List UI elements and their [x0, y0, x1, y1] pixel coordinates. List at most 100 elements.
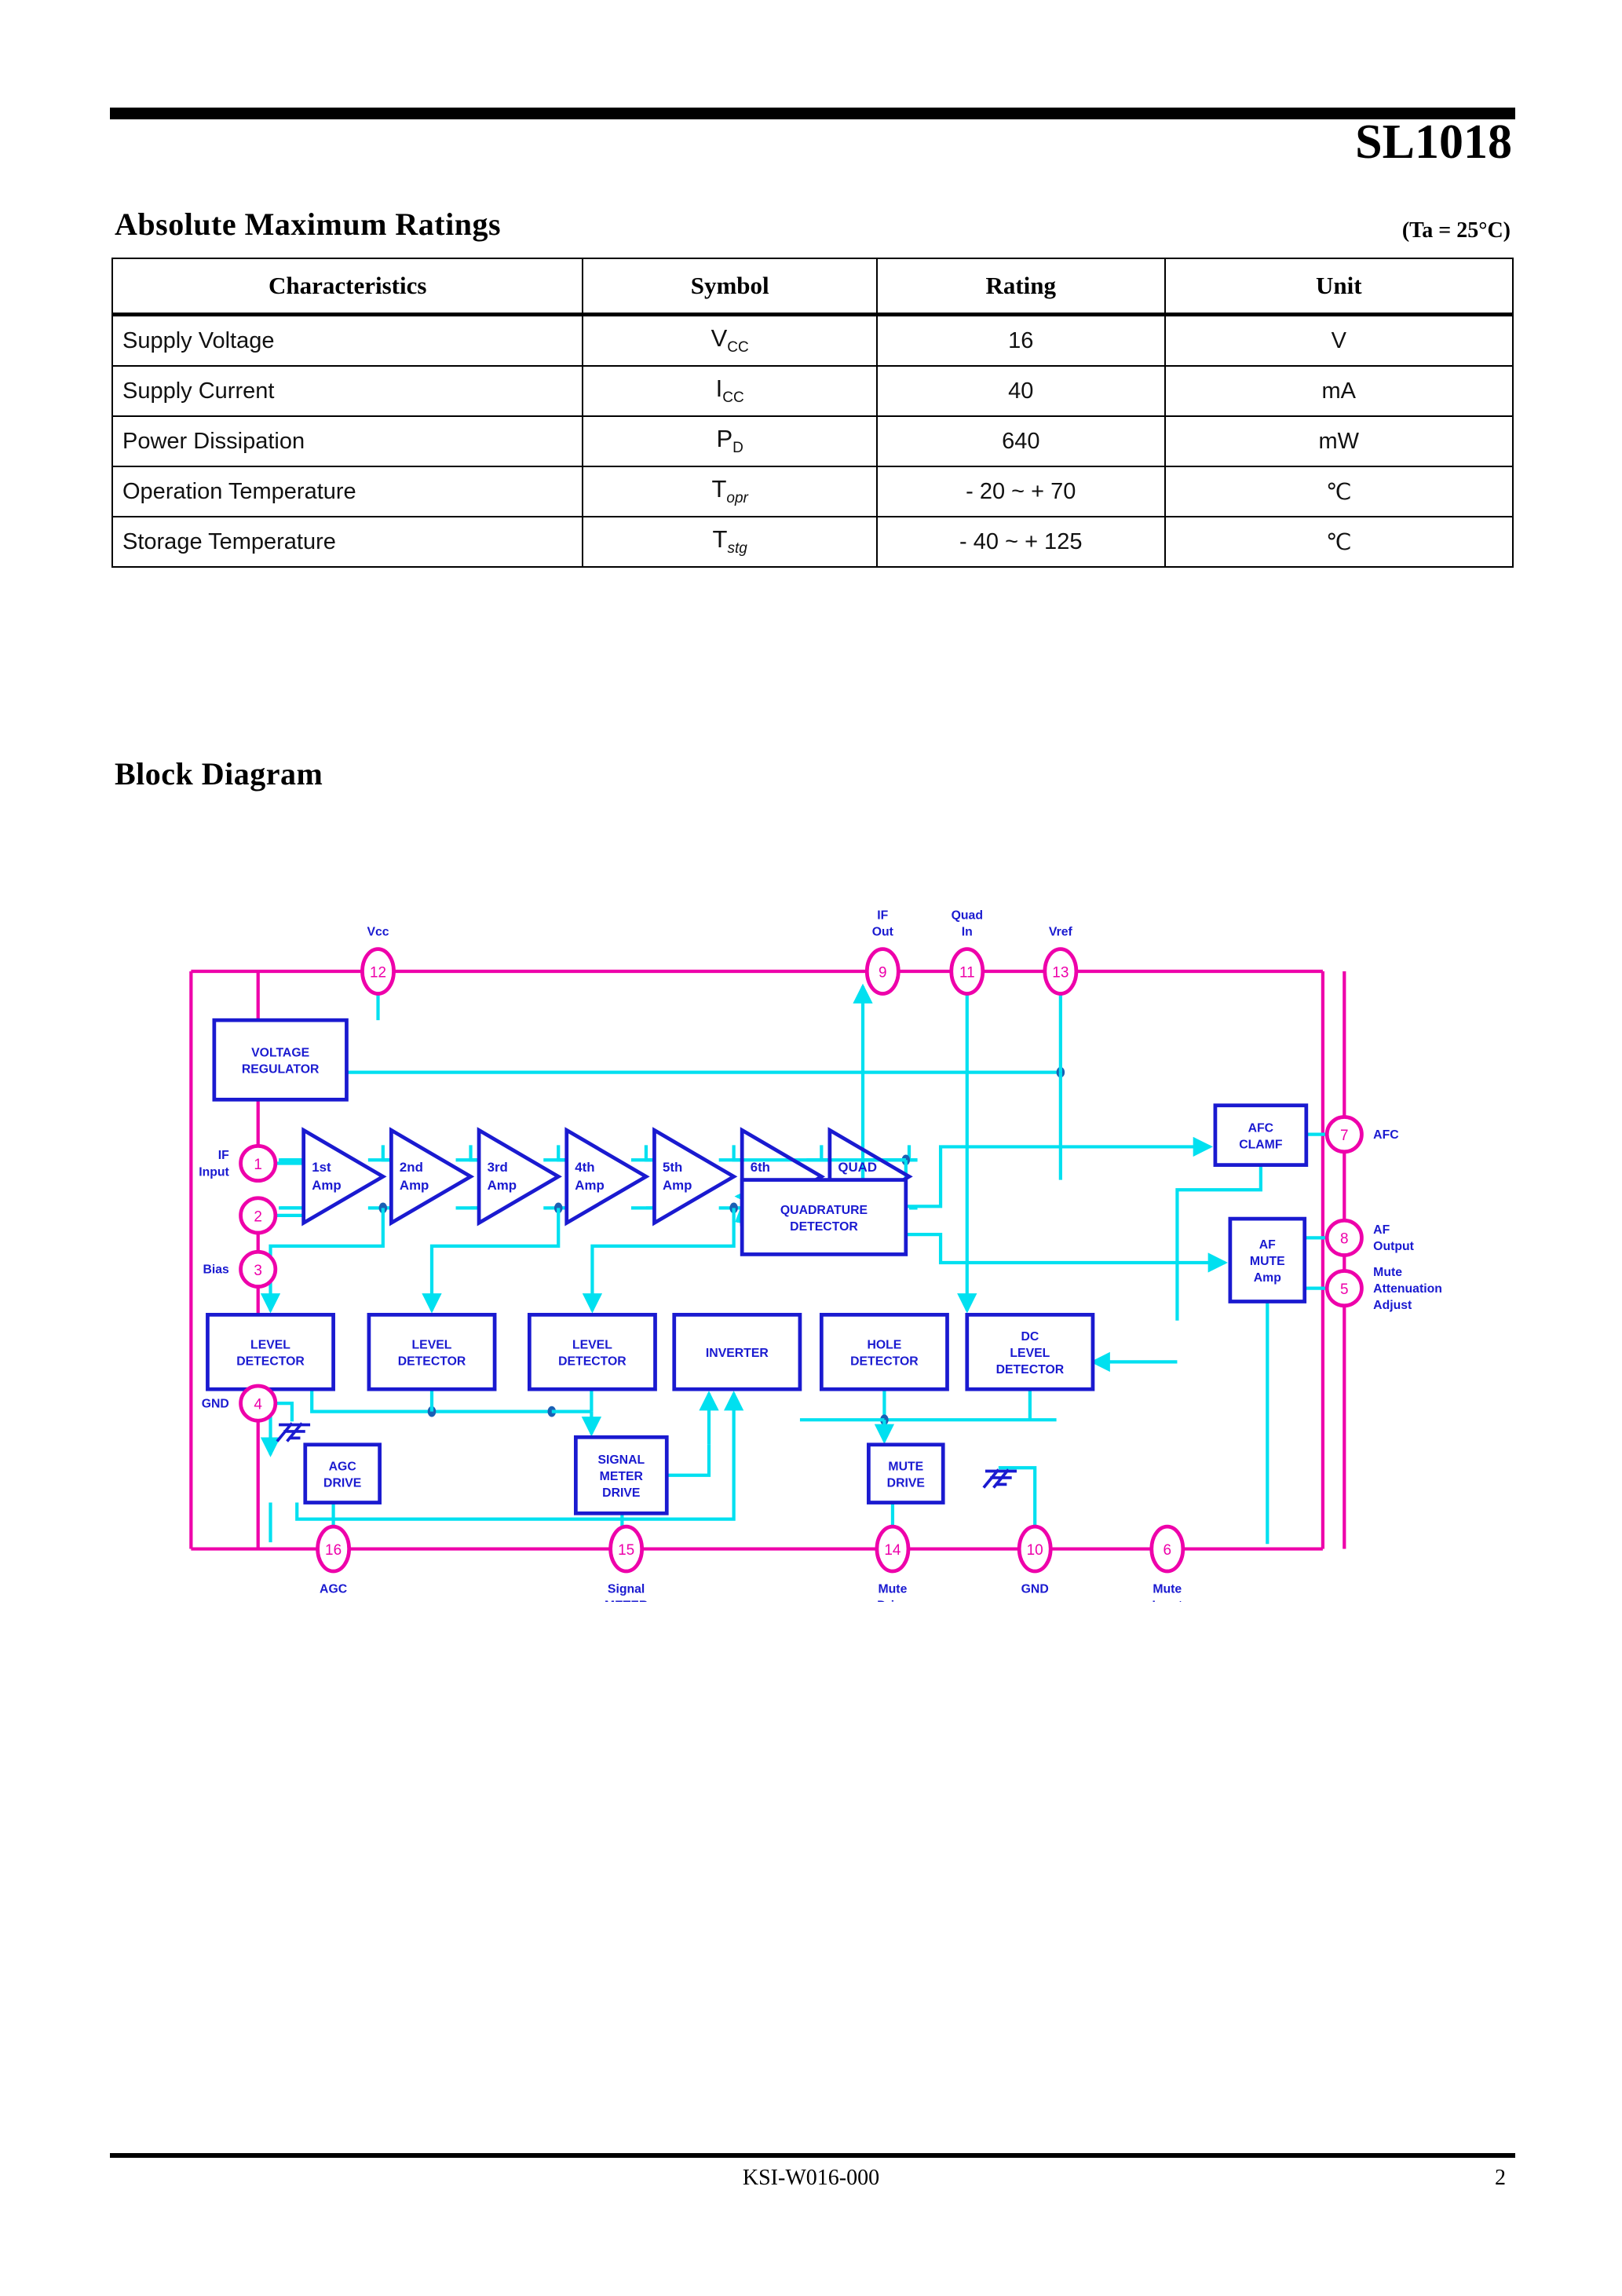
pin-label: Out — [872, 926, 894, 939]
block-label: DRIVE — [602, 1486, 640, 1500]
cell-characteristic: Power Dissipation — [111, 415, 584, 467]
pin-label: METER — [605, 1599, 648, 1602]
svg-text:6th: 6th — [751, 1160, 770, 1175]
pin-number: 14 — [884, 1542, 901, 1559]
cell-characteristic: Supply Voltage — [111, 313, 584, 367]
footer-page-number: 2 — [1495, 2166, 1506, 2190]
pin-label: GND — [202, 1397, 229, 1410]
cell-rating: - 40 ~ + 125 — [875, 516, 1166, 568]
svg-text:Amp: Amp — [663, 1178, 692, 1193]
pin-number: 8 — [1340, 1231, 1349, 1248]
block-label: CLAMF — [1239, 1139, 1283, 1152]
footer-document-code: KSI-W016-000 — [742, 2166, 880, 2190]
block-label: METER — [600, 1470, 644, 1483]
device-title: SL1018 — [1355, 115, 1512, 169]
pin-6: 6MuteInput — [1149, 1524, 1185, 1602]
svg-text:4th: 4th — [575, 1160, 594, 1175]
cell-symbol: Tstg — [582, 516, 878, 568]
cell-rating: 40 — [875, 365, 1166, 417]
block-label: DETECTOR — [398, 1355, 466, 1369]
block-level-detector-3: LEVEL DETECTOR — [527, 1312, 657, 1391]
pin-14: 14MuteDrive — [875, 1524, 911, 1602]
pin-number: 11 — [959, 964, 975, 981]
block-label: REGULATOR — [242, 1063, 320, 1077]
pin-number: 15 — [618, 1542, 634, 1559]
block-label: AGC — [329, 1460, 356, 1473]
block-label: DRIVE — [323, 1477, 361, 1490]
block-level-detector-1: LEVEL DETECTOR — [206, 1312, 335, 1391]
block-dc-level-detector: DC LEVEL DETECTOR — [965, 1312, 1095, 1391]
block-label: DETECTOR — [996, 1363, 1065, 1377]
block-label: HOLE — [867, 1339, 901, 1352]
svg-text:3rd: 3rd — [488, 1160, 508, 1175]
pin-label: Attenuation — [1373, 1282, 1442, 1296]
cell-characteristic: Operation Temperature — [111, 466, 584, 517]
block-label: DC — [1021, 1330, 1039, 1344]
cell-symbol: VCC — [582, 313, 878, 367]
pin-2: 2 — [239, 1196, 278, 1235]
pin-number: 5 — [1340, 1281, 1349, 1298]
col-header-unit: Unit — [1164, 258, 1514, 316]
pin-label: AF — [1373, 1223, 1390, 1237]
abs-max-ratings-table: Characteristics Symbol Rating Unit Suppl… — [111, 258, 1514, 568]
svg-text:Amp: Amp — [575, 1178, 604, 1193]
pin-label: In — [962, 926, 973, 939]
svg-text:5th: 5th — [663, 1160, 682, 1175]
pin-label: Mute — [1373, 1266, 1402, 1279]
block-label: VOLTAGE — [251, 1047, 309, 1060]
block-label: LEVEL — [1010, 1347, 1050, 1360]
block-agc-drive: AGC DRIVE — [303, 1442, 382, 1504]
footer-rule — [110, 2153, 1515, 2158]
pin-number: 13 — [1052, 964, 1069, 981]
cell-rating: 640 — [875, 415, 1166, 467]
pin-label: Signal — [608, 1582, 645, 1596]
block-label: DETECTOR — [558, 1355, 627, 1369]
block-label: LEVEL — [250, 1339, 290, 1352]
cell-rating: - 20 ~ + 70 — [875, 466, 1166, 517]
pin-number: 2 — [254, 1208, 262, 1225]
block-label: LEVEL — [572, 1339, 612, 1352]
table-header-row: Characteristics Symbol Rating Unit — [111, 258, 1514, 316]
col-header-rating: Rating — [875, 258, 1166, 316]
cell-symbol: Topr — [582, 466, 878, 517]
pin-label: Adjust — [1373, 1299, 1412, 1312]
svg-text:Amp: Amp — [488, 1178, 517, 1193]
block-label: MUTE — [888, 1460, 923, 1473]
pin-label: Mute — [879, 1582, 908, 1596]
block-label: Amp — [1254, 1271, 1281, 1285]
block-label: MUTE — [1250, 1255, 1285, 1268]
svg-text:1st: 1st — [312, 1160, 331, 1175]
pin-number: 4 — [254, 1396, 262, 1413]
pin-label: IF — [218, 1149, 229, 1162]
pin-number: 7 — [1340, 1128, 1349, 1144]
cell-unit: mA — [1164, 365, 1514, 417]
pin-label: AGC — [320, 1582, 347, 1596]
pin-label: Bias — [203, 1263, 229, 1277]
block-diagram: 1stAmp2ndAmp3rdAmp4thAmp5thAmp6thAmpQUAD… — [110, 832, 1523, 1602]
pin-label: Mute — [1153, 1582, 1182, 1596]
block-label: DETECTOR — [790, 1220, 858, 1234]
pin-label: Vcc — [367, 926, 389, 939]
pin-label: IF — [877, 909, 888, 923]
function-blocks: 1stAmp2ndAmp3rdAmp4thAmp5thAmp6thAmpQUAD… — [206, 1018, 1309, 1515]
pin-number: 10 — [1027, 1542, 1043, 1559]
col-header-characteristics: Characteristics — [111, 258, 584, 316]
block-label: DETECTOR — [236, 1355, 305, 1369]
pin-label: AFC — [1373, 1128, 1398, 1142]
